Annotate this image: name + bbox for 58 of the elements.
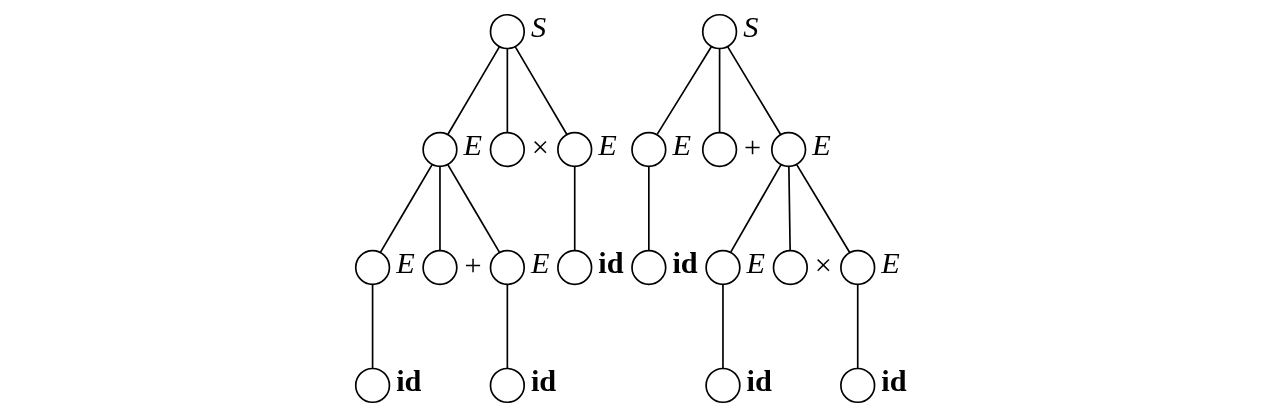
- node-label: +: [743, 129, 761, 164]
- connector: [795, 164, 850, 254]
- node-label: id: [597, 246, 624, 281]
- node-label: id: [395, 364, 421, 399]
- node-label: ×: [531, 129, 549, 164]
- node-circle: [772, 249, 808, 286]
- connector: [506, 47, 508, 134]
- node-circle: [489, 367, 525, 404]
- node-label: S: [530, 10, 546, 45]
- node-circle: [770, 131, 806, 168]
- node-label: E: [746, 246, 765, 281]
- node-label: E: [811, 128, 831, 163]
- node-label: id: [746, 364, 772, 399]
- node-circle: [354, 367, 390, 404]
- node-circle: [704, 367, 741, 404]
- node-circle: [630, 249, 667, 286]
- connector: [371, 283, 373, 370]
- node-circle: [354, 249, 390, 286]
- node-label: ×: [814, 247, 832, 282]
- node-circle: [556, 131, 592, 168]
- node-circle: [556, 249, 592, 286]
- node-circle: [701, 131, 737, 168]
- node-circle: [421, 131, 458, 168]
- connector: [506, 283, 508, 370]
- connector: [726, 46, 781, 136]
- node-label: E: [671, 128, 691, 163]
- node-label: +: [463, 247, 481, 282]
- connector: [446, 164, 500, 254]
- node-label: E: [463, 128, 482, 163]
- node-label: E: [597, 128, 617, 163]
- node-label: id: [671, 246, 698, 281]
- connector: [446, 46, 500, 136]
- connector: [573, 165, 576, 252]
- connector: [379, 164, 433, 254]
- connector: [721, 283, 724, 370]
- node-circle: [839, 367, 875, 404]
- connector: [787, 165, 791, 252]
- connector: [655, 45, 712, 135]
- connector: [856, 283, 859, 370]
- connector: [514, 46, 568, 136]
- node-circle: [839, 249, 875, 286]
- node-circle: [704, 249, 741, 286]
- node-label: E: [530, 246, 549, 281]
- node-label: S: [742, 10, 758, 45]
- node-circle: [489, 249, 525, 286]
- node-label: id: [530, 364, 556, 399]
- node-circle: [489, 131, 525, 168]
- node-circle: [489, 13, 525, 50]
- node-label: E: [395, 246, 415, 281]
- node-circle: [630, 131, 667, 168]
- connector: [438, 165, 441, 252]
- node-circle: [701, 13, 737, 50]
- connector: [718, 47, 720, 134]
- node-label: E: [880, 246, 900, 281]
- connector: [647, 165, 650, 252]
- node-label: id: [880, 364, 907, 399]
- node-circle: [421, 249, 458, 286]
- connector: [729, 164, 782, 254]
